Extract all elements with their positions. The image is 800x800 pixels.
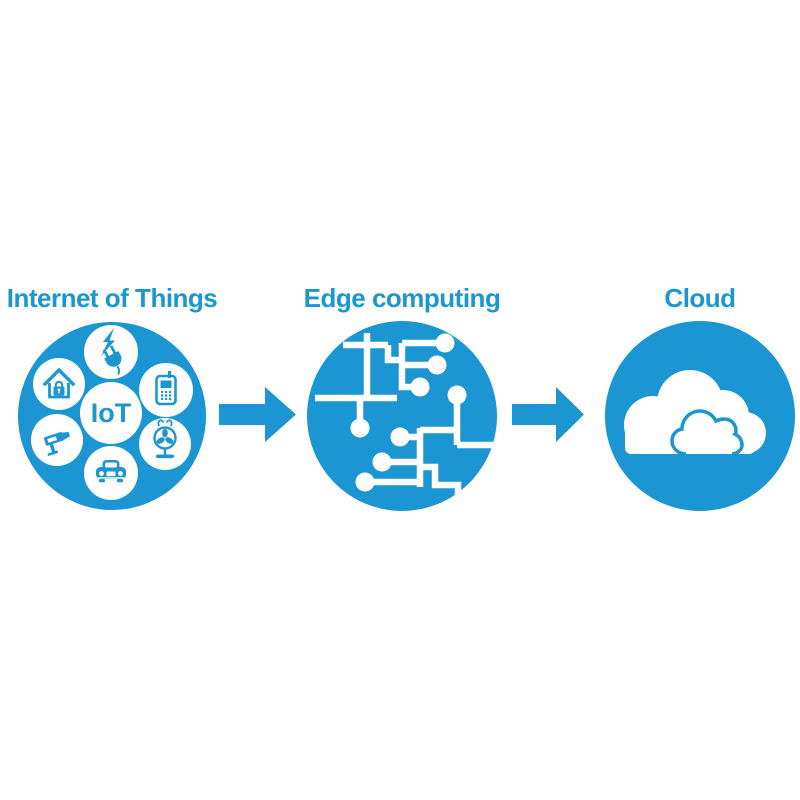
flow-arrow-2: [512, 387, 584, 442]
smart-home-lock-icon: [42, 367, 76, 399]
right-arrow-icon: [512, 387, 584, 442]
mobile-phone-icon: [155, 371, 177, 406]
edge-disc: [307, 321, 497, 511]
iot-circle-graphic: IoT: [18, 322, 206, 510]
iot-title: Internet of Things: [6, 283, 218, 313]
phone-bubble: [139, 363, 193, 417]
circuit-traces-icon: [315, 333, 493, 499]
cctv-camera-icon: [43, 432, 70, 456]
cloud-title: Cloud: [664, 283, 736, 313]
small-cloud-outline-icon: [670, 409, 744, 456]
power-plug-icon: [101, 328, 122, 375]
fan-icon: [153, 419, 177, 459]
iot-center-bubble: [80, 382, 142, 444]
cloud-circle-graphic: [605, 321, 795, 511]
stage-edge: Edge computing: [304, 283, 501, 511]
car-icon: [96, 460, 126, 483]
plug-bubble: [84, 325, 138, 379]
fan-bubble: [139, 418, 191, 470]
flow-arrow-1: [219, 387, 296, 442]
edge-title: Edge computing: [303, 283, 501, 313]
right-arrow-icon: [219, 387, 296, 442]
iot-center-label: IoT: [91, 398, 132, 428]
house-bubble: [33, 358, 85, 410]
stage-iot: Internet of Things: [7, 283, 218, 511]
stage-cloud: Cloud: [605, 283, 795, 511]
edge-circle-graphic: [307, 321, 497, 511]
